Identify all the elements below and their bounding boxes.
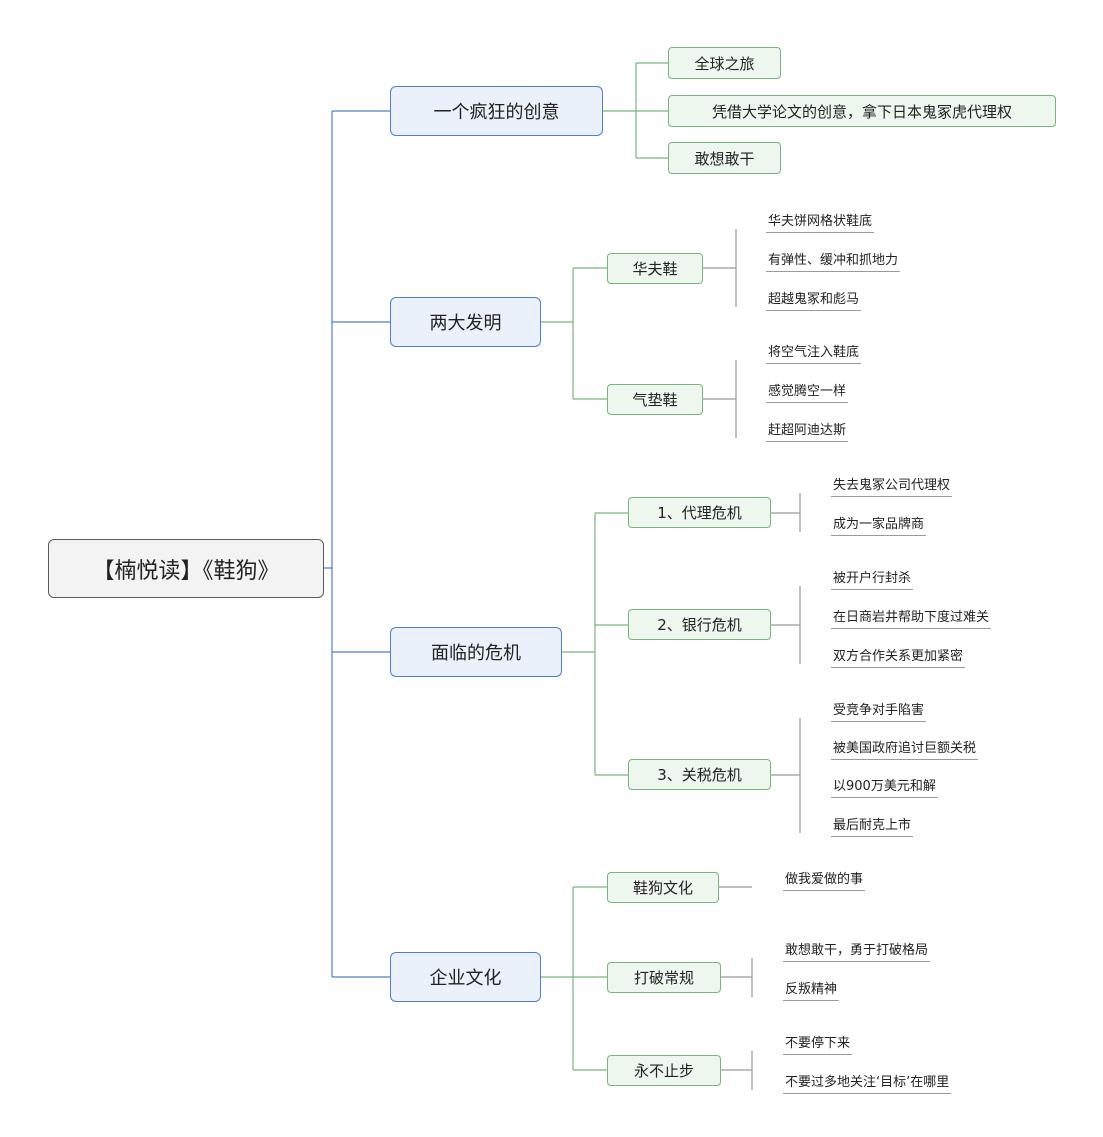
subtopic-never-stop[interactable]: 永不止步 <box>607 1055 721 1086</box>
detail-item[interactable]: 不要过多地关注‘目标’在哪里 <box>783 1071 952 1094</box>
detail-item[interactable]: 被开户行封杀 <box>831 567 914 590</box>
detail-item[interactable]: 赶超阿迪达斯 <box>766 419 849 442</box>
detail-item[interactable]: 敢想敢干，勇于打破格局 <box>783 939 931 962</box>
detail-item[interactable]: 失去鬼冢公司代理权 <box>831 474 953 497</box>
root-node[interactable]: 【楠悦读】《鞋狗》 <box>48 539 324 598</box>
detail-item[interactable]: 有弹性、缓冲和抓地力 <box>766 249 901 272</box>
root-connectors <box>323 110 390 978</box>
subtopic-agency-crisis[interactable]: 1、代理危机 <box>628 497 771 528</box>
subtopic-dare-to-act[interactable]: 敢想敢干 <box>668 142 781 174</box>
detail-item[interactable]: 感觉腾空一样 <box>766 380 849 403</box>
subtopic-agency-rights[interactable]: 凭借大学论文的创意，拿下日本鬼冢虎代理权 <box>668 95 1056 127</box>
subtopic-tariff-crisis[interactable]: 3、关税危机 <box>628 759 771 790</box>
topic-corporate-culture[interactable]: 企业文化 <box>390 952 541 1002</box>
topic-two-inventions[interactable]: 两大发明 <box>390 297 541 347</box>
detail-item[interactable]: 成为一家品牌商 <box>831 513 927 536</box>
topic-crises[interactable]: 面临的危机 <box>390 627 562 677</box>
detail-item[interactable]: 以900万美元和解 <box>831 775 938 798</box>
detail-item[interactable]: 做我爱做的事 <box>783 868 866 891</box>
subtopic-bank-crisis[interactable]: 2、银行危机 <box>628 609 771 640</box>
detail-item[interactable]: 双方合作关系更加紧密 <box>831 645 966 668</box>
topic-connectors <box>541 62 668 1071</box>
detail-item[interactable]: 最后耐克上市 <box>831 814 914 837</box>
detail-item[interactable]: 将空气注入鞋底 <box>766 341 862 364</box>
detail-item[interactable]: 被美国政府追讨巨额关税 <box>831 737 979 760</box>
subtopic-air-shoe[interactable]: 气垫鞋 <box>607 384 703 415</box>
detail-item[interactable]: 超越鬼冢和彪马 <box>766 288 862 311</box>
detail-item[interactable]: 不要停下来 <box>783 1032 853 1055</box>
detail-connectors <box>703 229 801 1090</box>
subtopic-break-rules[interactable]: 打破常规 <box>607 962 721 993</box>
detail-item[interactable]: 在日商岩井帮助下度过难关 <box>831 606 992 629</box>
detail-item[interactable]: 华夫饼网格状鞋底 <box>766 210 875 233</box>
subtopic-shoe-dog-culture[interactable]: 鞋狗文化 <box>607 872 719 903</box>
detail-item[interactable]: 受竞争对手陷害 <box>831 699 927 722</box>
detail-item[interactable]: 反叛精神 <box>783 978 840 1001</box>
subtopic-global-journey[interactable]: 全球之旅 <box>668 47 781 79</box>
topic-crazy-idea[interactable]: 一个疯狂的创意 <box>390 86 603 136</box>
subtopic-waffle-shoe[interactable]: 华夫鞋 <box>607 253 703 284</box>
